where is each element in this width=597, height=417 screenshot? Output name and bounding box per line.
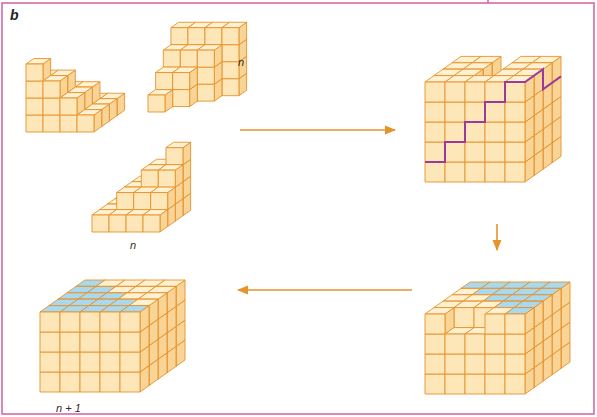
dimension-label: n + 1 <box>56 403 81 414</box>
dimension-label: n <box>238 57 244 68</box>
final-box <box>40 280 185 392</box>
step-arrow <box>238 289 412 291</box>
pyramid-a <box>26 59 125 132</box>
split-line <box>425 69 561 162</box>
rearranged-box <box>425 282 570 394</box>
step-arrow <box>496 224 498 250</box>
dimension-label: n <box>130 240 136 251</box>
combined-box <box>425 56 561 182</box>
pyramid-c <box>92 142 191 232</box>
panel-letter: b <box>10 8 19 22</box>
pyramid-b <box>148 22 247 112</box>
step-arrow <box>240 129 395 131</box>
panel-frame <box>2 3 594 414</box>
frame-tick <box>487 0 489 3</box>
